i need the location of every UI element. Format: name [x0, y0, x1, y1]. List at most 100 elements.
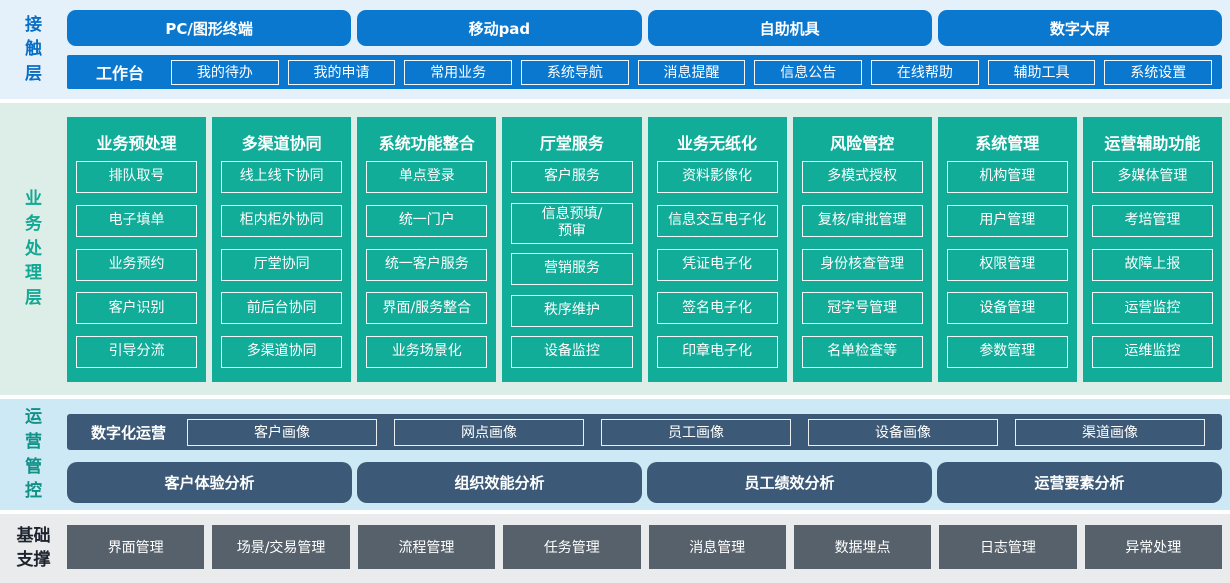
terminal-button[interactable]: 移动pad [357, 10, 642, 46]
business-layer: 业务处理层 业务预处理 排队取号 电子填单 业务预 [0, 103, 1230, 395]
foundation-layer-label-wrap: 基础支撑 [0, 514, 67, 583]
workbench-bar: 工作台 我的待办 我的申请 常用业务 系统导航 消息提醒 信息公告 [67, 55, 1222, 89]
business-item[interactable]: 签名电子化 [656, 292, 778, 325]
business-item[interactable]: 凭证电子化 [656, 248, 778, 281]
workbench-item[interactable]: 信息公告 [754, 59, 863, 85]
business-item[interactable]: 运维监控 [1091, 336, 1213, 368]
business-item[interactable]: 名单检查等 [801, 336, 923, 368]
business-item[interactable]: 统一门户 [366, 204, 488, 237]
terminal-button[interactable]: 自助机具 [647, 10, 932, 46]
business-column-items: 机构管理 用户管理 权限管理 设备管理 参数管理 [946, 161, 1068, 368]
workbench-item[interactable]: 系统导航 [521, 59, 629, 85]
business-item[interactable]: 权限管理 [946, 248, 1068, 281]
business-layer-label-wrap: 业务处理层 [0, 103, 67, 395]
analysis-button[interactable]: 客户体验分析 [67, 462, 352, 503]
business-item[interactable]: 用户管理 [946, 204, 1068, 237]
business-item[interactable]: 统一客户服务 [366, 248, 488, 281]
business-layer-content: 业务预处理 排队取号 电子填单 业务预约 客户识别 [67, 103, 1230, 395]
operations-layer: 运营管控 数字化运营 客户画像 网点画像 员工画像 设备画像 渠道画像 [0, 399, 1230, 510]
foundation-item[interactable]: 场景/交易管理 [212, 525, 350, 569]
workbench-items: 我的待办 我的申请 常用业务 系统导航 消息提醒 信息公告 在线帮助 辅助工具 [171, 59, 1213, 85]
business-item[interactable]: 资料影像化 [656, 161, 778, 193]
workbench-item[interactable]: 我的待办 [171, 59, 279, 85]
business-column-title: 多渠道协同 [241, 134, 322, 153]
business-item[interactable]: 排队取号 [76, 161, 198, 193]
analysis-button[interactable]: 运营要素分析 [937, 462, 1222, 503]
digital-ops-item[interactable]: 网点画像 [394, 418, 585, 446]
business-item[interactable]: 设备监控 [511, 336, 633, 368]
foundation-layer-label: 基础支撑 [16, 525, 51, 570]
business-column-items: 客户服务 信息预填/ 预审 营销服务 秩序维护 设备监控 [511, 161, 633, 368]
digital-ops-item[interactable]: 设备画像 [808, 418, 999, 446]
digital-ops-item[interactable]: 客户画像 [187, 418, 378, 446]
business-item[interactable]: 多模式授权 [801, 161, 923, 193]
business-item[interactable]: 业务预约 [76, 248, 198, 281]
foundation-item[interactable]: 数据埋点 [793, 525, 932, 569]
foundation-item[interactable]: 界面管理 [67, 525, 205, 569]
contact-layer-content: PC/图形终端 移动pad 自助机具 数字大屏 工作台 我的待办 我的申请 [67, 0, 1230, 99]
foundation-item[interactable]: 消息管理 [648, 525, 786, 569]
contact-layer-label-wrap: 接触层 [0, 0, 67, 99]
business-layer-label: 业务处理层 [24, 189, 42, 308]
foundation-layer: 基础支撑 界面管理 场景/交易管理 流程管理 任务管理 消息管理 数据埋点 日志… [0, 514, 1230, 583]
business-item[interactable]: 营销服务 [511, 253, 633, 285]
business-item[interactable]: 线上线下协同 [221, 161, 343, 193]
business-item[interactable]: 故障上报 [1091, 248, 1213, 281]
business-item[interactable]: 客户服务 [511, 161, 633, 193]
business-columns: 业务预处理 排队取号 电子填单 业务预约 客户识别 [67, 117, 1222, 382]
workbench-item[interactable]: 我的申请 [287, 59, 396, 85]
foundation-item[interactable]: 任务管理 [503, 525, 641, 569]
business-item[interactable]: 前后台协同 [221, 292, 343, 325]
business-item[interactable]: 业务场景化 [366, 336, 488, 368]
business-item[interactable]: 印章电子化 [656, 336, 778, 368]
contact-layer: 接触层 PC/图形终端 移动pad 自助机具 数字大屏 工作台 我的待 [0, 0, 1230, 99]
business-item[interactable]: 机构管理 [946, 161, 1068, 193]
business-item[interactable]: 多渠道协同 [221, 336, 343, 368]
business-item[interactable]: 引导分流 [76, 336, 198, 368]
business-column: 业务预处理 排队取号 电子填单 业务预约 客户识别 [67, 117, 207, 382]
business-item[interactable]: 厅堂协同 [221, 248, 343, 281]
business-item[interactable]: 多媒体管理 [1091, 161, 1213, 193]
contact-layer-label: 接触层 [24, 14, 42, 84]
workbench-item[interactable]: 在线帮助 [871, 59, 979, 85]
business-item[interactable]: 运营监控 [1091, 292, 1213, 325]
digital-ops-items: 客户画像 网点画像 员工画像 设备画像 渠道画像 [187, 418, 1206, 446]
workbench-item[interactable]: 消息提醒 [637, 59, 746, 85]
business-item[interactable]: 柜内柜外协同 [221, 204, 343, 237]
terminal-button[interactable]: PC/图形终端 [67, 10, 352, 46]
digital-ops-item[interactable]: 渠道画像 [1015, 418, 1206, 446]
business-item[interactable]: 考培管理 [1091, 204, 1213, 237]
analysis-row: 客户体验分析 组织效能分析 员工绩效分析 运营要素分析 [67, 462, 1222, 503]
foundation-item[interactable]: 日志管理 [939, 525, 1077, 569]
foundation-layer-content: 界面管理 场景/交易管理 流程管理 任务管理 消息管理 数据埋点 日志管理 异常… [67, 514, 1230, 583]
workbench-item[interactable]: 系统设置 [1104, 59, 1213, 85]
workbench-item[interactable]: 常用业务 [404, 59, 513, 85]
foundation-item[interactable]: 异常处理 [1084, 525, 1222, 569]
business-item[interactable]: 参数管理 [946, 336, 1068, 368]
analysis-button[interactable]: 员工绩效分析 [647, 462, 932, 503]
digital-ops-item[interactable]: 员工画像 [601, 418, 792, 446]
analysis-button[interactable]: 组织效能分析 [357, 462, 642, 503]
business-item[interactable]: 身份核查管理 [801, 248, 923, 281]
business-column-items: 多模式授权 复核/审批管理 身份核查管理 冠字号管理 名单检查等 [801, 161, 923, 368]
business-item[interactable]: 复核/审批管理 [801, 204, 923, 237]
business-column: 多渠道协同 线上线下协同 柜内柜外协同 厅堂协同 前后台协同 [212, 117, 352, 382]
business-item[interactable]: 电子填单 [76, 204, 198, 237]
business-item[interactable]: 冠字号管理 [801, 292, 923, 325]
business-item[interactable]: 秩序维护 [511, 294, 633, 327]
foundation-items: 界面管理 场景/交易管理 流程管理 任务管理 消息管理 数据埋点 日志管理 异常… [67, 525, 1222, 569]
business-item[interactable]: 设备管理 [946, 292, 1068, 325]
business-column-title: 系统管理 [975, 134, 1040, 153]
workbench-item[interactable]: 辅助工具 [987, 59, 1096, 85]
business-item[interactable]: 界面/服务整合 [366, 292, 488, 325]
business-item[interactable]: 单点登录 [366, 161, 488, 193]
terminal-button[interactable]: 数字大屏 [937, 10, 1222, 46]
business-item[interactable]: 客户识别 [76, 292, 198, 325]
business-column: 系统功能整合 单点登录 统一门户 统一客户服务 界面/服务整合 [357, 117, 497, 382]
foundation-item[interactable]: 流程管理 [357, 525, 496, 569]
business-item[interactable]: 信息预填/ 预审 [511, 202, 633, 244]
business-column-title: 风险管控 [830, 134, 895, 153]
operations-layer-content: 数字化运营 客户画像 网点画像 员工画像 设备画像 渠道画像 [67, 399, 1230, 510]
business-item[interactable]: 信息交互电子化 [656, 204, 778, 237]
